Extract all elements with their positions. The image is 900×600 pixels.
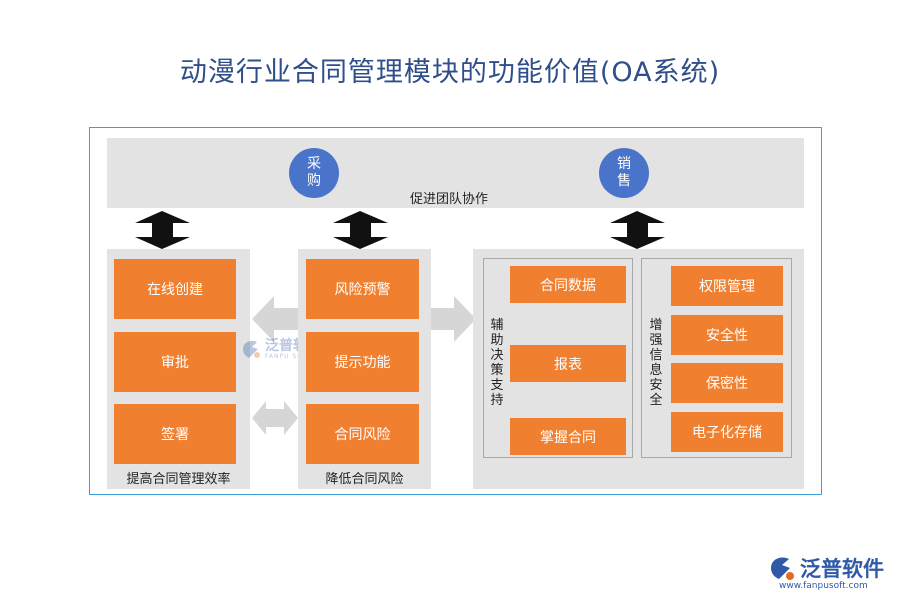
double-arrow-left — [135, 211, 190, 249]
fanpu-watermark-icon — [243, 340, 260, 358]
logo-url: www.fanpusoft.com — [779, 581, 868, 591]
circle-purchase-label: 采 购 — [307, 156, 321, 189]
gray-arrow-right — [430, 296, 476, 342]
circle-sales: 销 售 — [599, 148, 649, 198]
item-master-contract: 掌握合同 — [510, 418, 626, 455]
risk-label: 降低合同风险 — [325, 472, 404, 487]
fanpu-logo-icon — [771, 557, 794, 580]
item-signing: 签署 — [114, 404, 236, 464]
collaboration-band — [107, 138, 804, 208]
circle-sales-label: 销 售 — [617, 156, 631, 189]
item-risk-warning: 风险预警 — [306, 259, 419, 319]
item-contract-data: 合同数据 — [510, 266, 626, 303]
security-label: 增强信息安全 — [649, 318, 663, 408]
double-arrow-right — [610, 211, 665, 249]
diagram-frame — [89, 127, 822, 495]
gray-double-arrow — [252, 401, 298, 435]
double-arrow-middle — [333, 211, 388, 249]
item-contract-risk: 合同风险 — [306, 404, 419, 464]
band-label: 促进团队协作 — [410, 192, 489, 207]
decision-label: 辅助决策支持 — [490, 318, 504, 408]
efficiency-label: 提高合同管理效率 — [126, 472, 231, 487]
item-electronic-storage: 电子化存储 — [671, 412, 783, 452]
item-report: 报表 — [510, 345, 626, 382]
item-permission: 权限管理 — [671, 266, 783, 306]
item-approval: 审批 — [114, 332, 236, 392]
fanpu-logo: 泛普软件 — [768, 553, 884, 583]
gray-arrow-left — [252, 296, 298, 342]
item-confidentiality: 保密性 — [671, 363, 783, 403]
page-title: 动漫行业合同管理模块的功能价值(OA系统) — [179, 57, 721, 88]
item-online-create: 在线创建 — [114, 259, 236, 319]
item-prompt-function: 提示功能 — [306, 332, 419, 392]
logo-name: 泛普软件 — [800, 557, 884, 581]
item-safety: 安全性 — [671, 315, 783, 355]
circle-purchase: 采 购 — [289, 148, 339, 198]
